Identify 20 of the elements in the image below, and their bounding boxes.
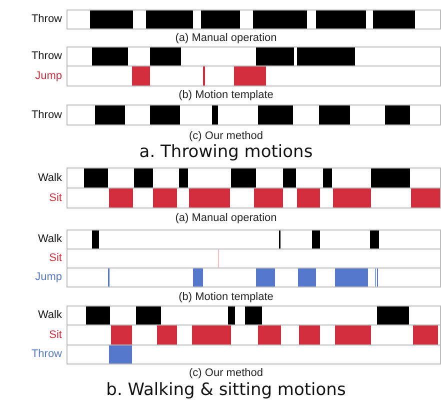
- row-label: Sit: [48, 253, 62, 264]
- row-label: Throw: [30, 349, 62, 360]
- row-label: Throw: [30, 51, 62, 62]
- panel-caption: (b) Motion template: [178, 90, 274, 101]
- panel-title: a. Throwing motions: [139, 144, 313, 161]
- row-label: Walk: [36, 234, 62, 245]
- panel-caption: (c) Our method: [189, 368, 263, 379]
- row-label: Jump: [34, 70, 62, 82]
- row-label: Throw: [30, 110, 62, 120]
- panel-caption: (c) Our method: [189, 131, 263, 142]
- panel-caption: (a) Manual operation: [175, 33, 277, 44]
- row-label: Sit: [48, 330, 62, 340]
- row-label: Walk: [36, 172, 62, 184]
- row-label: Sit: [48, 192, 62, 204]
- row-label: Throw: [30, 14, 62, 25]
- panel-title: b. Walking & sitting motions: [106, 382, 346, 399]
- row-label: Jump: [34, 272, 62, 283]
- panel-caption: (a) Manual operation: [175, 213, 277, 224]
- panel-caption: (b) Motion template: [178, 292, 274, 303]
- row-label: Walk: [36, 310, 62, 321]
